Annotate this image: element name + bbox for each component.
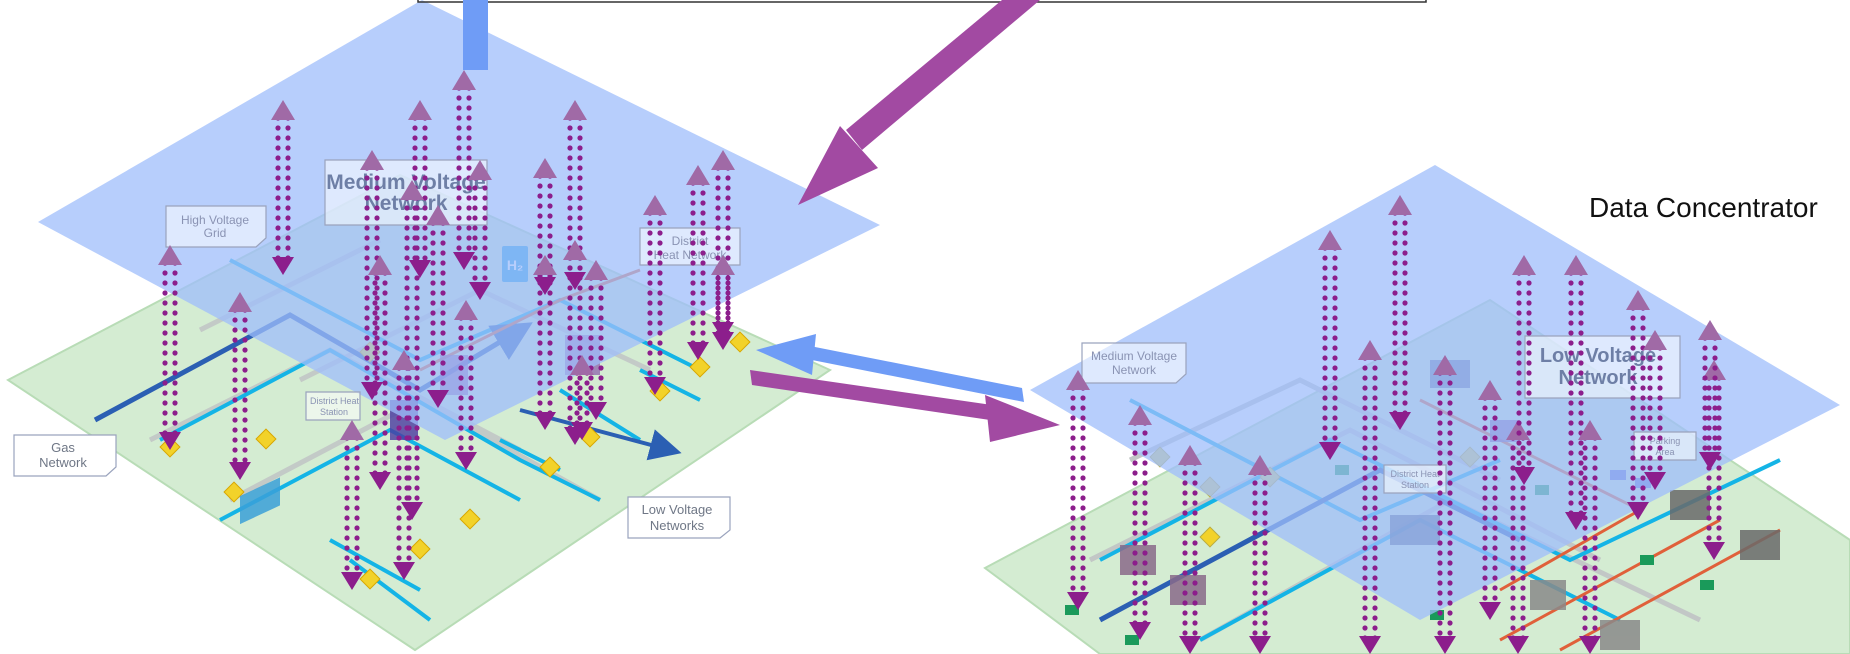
low-voltage-networks-label-1: Low Voltage — [642, 502, 713, 517]
right-mv-label-2: Network — [1112, 363, 1157, 377]
right-lv-label-2: Network — [1559, 367, 1639, 389]
right-mv-label-1: Medium Voltage — [1091, 349, 1177, 363]
data-concentrator-label: Data Concentrator — [1589, 192, 1818, 224]
gas-network-label-1: Gas — [51, 440, 75, 455]
right-dh-station-label-2: Station — [1401, 480, 1429, 490]
dh-station-label-1: District Heat — [310, 396, 360, 406]
right-dh-station-label-1: District Heat — [1390, 469, 1440, 479]
right-lv-label-1: Low Voltage — [1540, 345, 1656, 367]
right-cluster: Medium Voltage Network Low Voltage Netwo… — [985, 165, 1850, 654]
low-voltage-networks-label-2: Networks — [650, 518, 705, 533]
top-box-outline — [418, 0, 1426, 2]
top-blue-bar — [463, 0, 488, 70]
high-voltage-label-2: Grid — [204, 226, 227, 240]
parking-area-label-1: Parking — [1650, 436, 1681, 446]
left-cluster: H₂ Medium Voltage Network High Voltage G… — [8, 0, 880, 650]
gas-network-label-2: Network — [39, 455, 87, 470]
dh-station-label-2: Station — [320, 407, 348, 417]
downlink-arrow-small — [750, 370, 1060, 442]
high-voltage-label-1: High Voltage — [181, 213, 249, 227]
downlink-arrow-big — [798, 0, 1040, 205]
